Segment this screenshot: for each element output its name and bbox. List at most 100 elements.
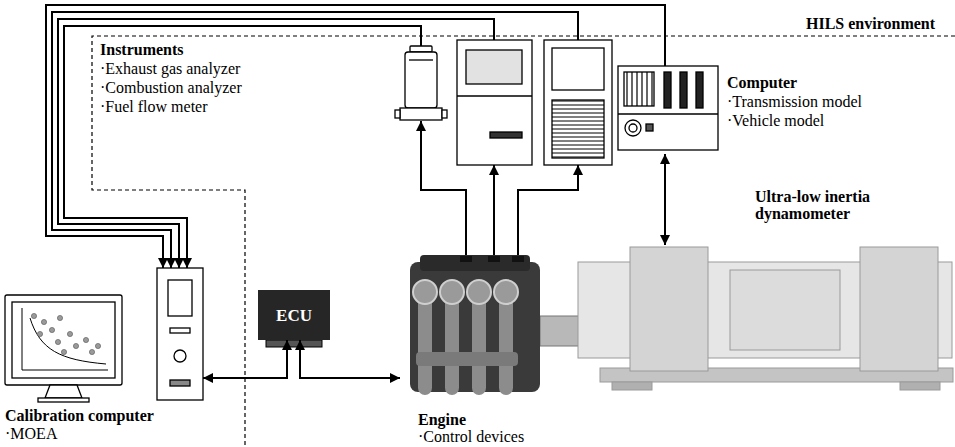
- engine-illustration-part: [420, 255, 530, 271]
- exhaust-gas-analyzer-part: [466, 50, 522, 84]
- connector: [300, 340, 400, 378]
- calibration-pc-part: [174, 350, 186, 362]
- exhaust-gas-analyzer-part: [457, 95, 532, 96]
- node-item: ·MOEA: [5, 425, 57, 442]
- engine-illustration-part: [425, 292, 506, 388]
- node-heading: Ultra-low inertia dynamometer: [755, 188, 920, 222]
- combustion-analyzer: [544, 40, 612, 165]
- node-heading: Engine: [418, 411, 466, 428]
- pareto-dots-part: [57, 315, 62, 320]
- hils-boundary: [92, 36, 955, 447]
- dynamometer-illustration-part: [630, 247, 708, 371]
- connector: [665, 154, 666, 245]
- calibration-pc-part: [170, 328, 190, 333]
- hils-computer: [618, 66, 718, 150]
- ecu-connector: [266, 340, 322, 347]
- connector-line: [46, 5, 665, 268]
- hils-computer-unit: Computer ·Transmission model ·Vehicle mode…: [615, 64, 866, 154]
- node-item: ·Fuel flow meter: [100, 98, 208, 115]
- pareto-dots-part: [73, 343, 78, 348]
- node-heading: Computer: [727, 74, 797, 91]
- dynamometer-illustration-part: [860, 247, 938, 371]
- combustion-analyzer-part: [552, 48, 604, 90]
- engine-unit: Engine·Control devices: [400, 255, 550, 447]
- connector-line: [518, 165, 578, 255]
- node-item: ·Vehicle model: [727, 112, 824, 129]
- exhaust-gas-analyzer-part: [457, 40, 532, 165]
- connector: [421, 121, 578, 255]
- engine-illustration-part: [512, 256, 524, 262]
- ecu-box: ECU: [258, 290, 330, 340]
- hils-computer-part: [646, 124, 653, 131]
- fuel-flow-meter-part: [405, 52, 437, 108]
- engine-illustration: [410, 255, 582, 392]
- calibration-pc: [5, 268, 203, 402]
- pareto-dots-part: [55, 339, 60, 344]
- calibration-pc-part: [22, 308, 108, 370]
- fuel-flow-meter-part: [400, 108, 442, 120]
- pareto-dots: [31, 313, 100, 354]
- engine-illustration-part: [460, 256, 472, 262]
- fuel-flow-meter: [395, 46, 447, 120]
- connector: [46, 5, 665, 268]
- exhaust-gas-analyzer: [457, 40, 532, 165]
- dynamometer-illustration-part: [730, 270, 840, 350]
- instrument-group: Instruments·Exhaust gas analyzer·Combust…: [96, 38, 616, 168]
- calibration-pc-part: [38, 398, 89, 402]
- calibration-pc-part: [170, 380, 190, 386]
- engine-illustration-part: [488, 256, 500, 262]
- engine-illustration-part: [540, 316, 582, 346]
- fuel-flow-meter-part: [410, 46, 432, 52]
- pareto-dots-part: [49, 327, 54, 332]
- dynamometer-illustration-part: [612, 382, 652, 390]
- pareto-dots-part: [41, 319, 46, 324]
- node-heading: Instruments: [100, 41, 184, 58]
- calibration-pc-part: [157, 268, 203, 400]
- calibration-pc-part: [168, 280, 192, 316]
- fuel-flow-meter-part: [395, 110, 400, 118]
- node-item: ·Transmission model: [727, 93, 862, 110]
- connector: [203, 340, 287, 378]
- engine-illustration-part: [467, 280, 491, 304]
- pareto-dots-part: [37, 331, 42, 336]
- hils-computer-part: [625, 120, 641, 136]
- node-item: ·Control devices: [418, 428, 524, 445]
- calibration-pc-part: [45, 385, 82, 398]
- engine-illustration-part: [410, 262, 540, 392]
- hils-computer-part: [696, 72, 703, 108]
- exhaust-gas-analyzer-part: [490, 132, 522, 138]
- connector-line: [300, 340, 400, 378]
- combustion-analyzer-part: [544, 40, 612, 165]
- hils-computer-part: [629, 124, 637, 132]
- engine-illustration-part: [494, 280, 518, 304]
- pareto-dots-part: [95, 343, 100, 348]
- hils-computer-part: [618, 66, 718, 150]
- pareto-dots-part: [89, 349, 94, 354]
- fuel-flow-meter-part: [409, 59, 433, 60]
- dynamometer-illustration: [578, 247, 953, 390]
- pareto-dots-part: [61, 349, 66, 354]
- pareto-dots-part: [31, 313, 36, 318]
- calibration-pc-part: [12, 302, 115, 378]
- hils-computer-part: [618, 113, 718, 114]
- hils-computer-part: [664, 72, 671, 108]
- fuel-flow-meter-part: [442, 110, 447, 118]
- engine-illustration-part: [416, 352, 518, 366]
- pareto-dots-part: [67, 331, 72, 336]
- engine-illustration-part: [440, 280, 464, 304]
- connector-line: [664, 154, 666, 245]
- node-heading: Calibration computer: [5, 407, 154, 424]
- dynamometer-illustration-part: [900, 382, 940, 390]
- connector: [52, 12, 578, 268]
- connector-line: [421, 121, 466, 255]
- node-item: ·Exhaust gas analyzer: [100, 60, 240, 77]
- connector-line: [493, 165, 495, 255]
- pareto-dots-part: [83, 337, 88, 342]
- hils-computer-part: [680, 72, 687, 108]
- hils-computer-part: [624, 72, 654, 106]
- engine-illustration-part: [413, 280, 437, 304]
- region-label: HILS environment: [806, 15, 935, 33]
- combustion-analyzer-part: [552, 100, 604, 158]
